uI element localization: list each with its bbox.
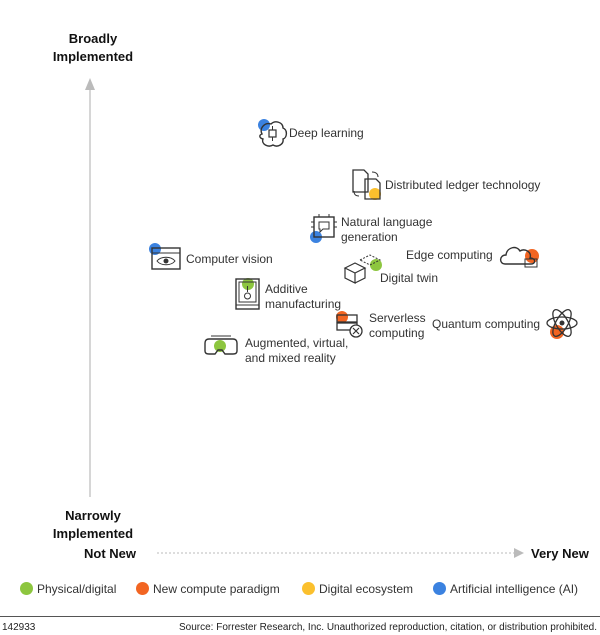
footer-source: Source: Forrester Research, Inc. Unautho… — [179, 622, 597, 633]
ledger-documents-icon — [352, 169, 381, 200]
legend-item-compute: New compute paradigm — [136, 582, 280, 596]
x-axis-left-label: Not New — [84, 546, 136, 561]
cloud-icon — [499, 246, 539, 268]
category-dot — [336, 311, 348, 323]
eye-screen-icon — [149, 243, 181, 270]
y-axis-top-label: Broadly Implemented — [52, 31, 134, 64]
legend-dot-ai — [433, 582, 446, 595]
brain-icon — [258, 119, 288, 147]
item-label-deep-learning: Deep learning — [289, 126, 364, 140]
item-label-additive: Additive manufacturing — [265, 282, 342, 311]
server-icon — [336, 311, 363, 338]
footer-id: 142933 — [2, 622, 36, 633]
category-dot — [370, 259, 382, 271]
boxes-icon — [343, 254, 382, 284]
item-label-nlg: Natural language generation — [341, 215, 433, 244]
vr-headset-icon — [204, 335, 238, 355]
x-axis-arrowhead — [514, 548, 524, 558]
legend-label-ai: Artificial intelligence (AI) — [450, 582, 579, 596]
legend-dot-compute — [136, 582, 149, 595]
category-dot — [214, 340, 226, 352]
y-axis-arrowhead — [85, 78, 95, 90]
legend-item-ecosystem: Digital ecosystem — [302, 582, 413, 596]
3d-printer-icon — [235, 278, 260, 310]
legend-dot-ecosystem — [302, 582, 315, 595]
item-label-serverless: Serverless computing — [369, 311, 426, 340]
x-axis-right-label: Very New — [531, 546, 589, 561]
legend-label-ecosystem: Digital ecosystem — [319, 582, 414, 596]
item-label-quantum: Quantum computing — [432, 317, 541, 331]
item-label-ar-vr: Augmented, virtual, and mixed reality — [245, 336, 349, 365]
chip-speech-icon — [310, 214, 337, 243]
category-dot — [369, 188, 381, 200]
item-label-distributed-ledger: Distributed ledger technology — [385, 178, 541, 192]
item-label-edge-computing: Edge computing — [406, 248, 493, 262]
legend-item-physical: Physical/digital — [20, 582, 116, 596]
y-axis-bottom-label: Narrowly Implemented — [52, 508, 134, 541]
footer-divider — [0, 616, 600, 617]
legend-item-ai: Artificial intelligence (AI) — [433, 582, 578, 596]
atom-icon — [546, 309, 578, 339]
legend-dot-physical — [20, 582, 33, 595]
item-label-digital-twin: Digital twin — [380, 271, 439, 285]
legend-label-physical: Physical/digital — [37, 582, 117, 596]
legend-label-compute: New compute paradigm — [153, 582, 280, 596]
item-label-computer-vision: Computer vision — [186, 252, 273, 266]
category-dot — [242, 278, 254, 290]
